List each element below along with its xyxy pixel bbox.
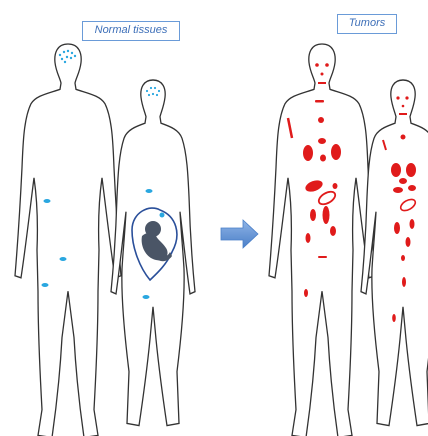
tumor-marker [306,233,311,243]
tumor-marker [315,100,324,103]
tumor-marker [391,163,401,177]
tumor-marker [318,82,326,84]
tumor-marker [303,145,313,161]
tumor-marker [330,226,336,236]
tumor-marker [320,155,326,162]
human-silhouette-icon [15,44,121,436]
normal-tissue-marker [160,213,165,218]
tumor-marker [401,135,406,140]
normal-tissue-marker [42,283,49,287]
tumor-marker [331,144,341,160]
tumor-marker [408,185,416,191]
normal-tissue-marker [60,257,67,261]
normal-tissue-marker [44,199,51,203]
human-silhouette-icon [269,44,375,436]
tumor-man-figure [269,44,375,436]
tumor-marker [399,178,407,184]
tumor-marker [406,237,411,247]
tumor-marker [318,117,324,123]
tumor-marker [402,105,405,108]
normal-woman-figure [111,80,195,426]
tumor-marker [402,277,406,287]
tumor-marker [321,73,324,76]
tumor-marker [410,219,415,229]
tumor-marker [310,209,316,221]
tumor-marker [304,289,308,297]
arrow-right-icon [221,220,258,248]
normal-tissue-marker [146,189,153,193]
tumor-marker [333,183,338,189]
tumor-marker [401,255,405,261]
tumor-marker [318,256,327,258]
tumor-marker [315,63,319,67]
tumor-woman-figure [361,80,428,426]
tumor-marker [405,96,408,99]
tumor-marker [392,314,396,322]
tumor-marker [406,163,416,177]
tumor-marker [396,96,399,99]
tumor-marker [393,187,403,193]
tumor-marker [318,138,326,144]
tumor-marker [323,206,330,224]
normal-tissue-marker [143,295,150,299]
tumor-marker [394,222,400,234]
tumor-marker [399,113,407,115]
tumor-marker [325,63,329,67]
human-silhouette-icon [361,80,428,426]
normal-man-figure [15,44,121,436]
